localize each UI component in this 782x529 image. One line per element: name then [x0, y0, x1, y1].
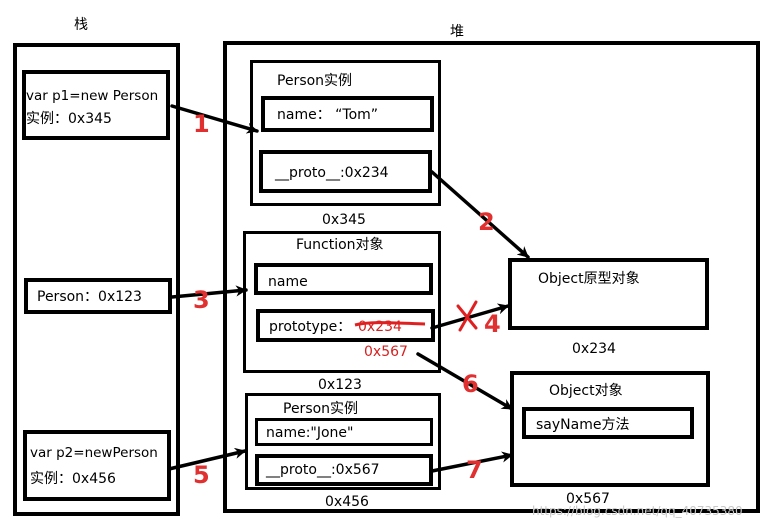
function-object-title: Function对象 [296, 237, 384, 253]
person-instance-2-address: 0x456 [325, 494, 369, 510]
step-7: 7 [466, 456, 483, 484]
arrow-1 [170, 104, 259, 134]
stack-person-box [24, 278, 172, 314]
object-method-box [522, 407, 694, 439]
person-instance-1-name-box [261, 96, 434, 132]
watermark: https://blog.csdn.net/qq_40735380 [532, 504, 743, 518]
stack-p2-label-line1: var p2=newPerson [30, 445, 158, 461]
step-1: 1 [193, 110, 210, 138]
step-3: 3 [193, 286, 210, 314]
object-address: 0x567 [566, 491, 610, 507]
stack-person-label: Person：0x123 [37, 289, 142, 305]
person-instance-1-name: name： “Tom” [277, 107, 379, 123]
object-method: sayName方法 [536, 417, 630, 433]
person-instance-2-proto: __proto__:0x567 [266, 462, 380, 478]
stack-p1-box [22, 70, 170, 140]
step-5: 5 [193, 461, 210, 489]
person-instance-1-address: 0x345 [322, 212, 366, 228]
prototype-strike [354, 321, 426, 327]
stack-p1-label-line1: var p1=new Person [26, 88, 159, 104]
arrow-6 [416, 352, 514, 411]
function-object [243, 231, 441, 373]
step-4: 4 [484, 310, 501, 338]
stack-title: 栈 [74, 17, 88, 33]
object-title: Object对象 [549, 383, 623, 399]
person-instance-2-name: name:"Jone" [266, 425, 354, 441]
person-instance-2-title: Person实例 [283, 401, 359, 417]
person-instance-1-proto-box [259, 150, 432, 193]
heap-title: 堆 [450, 24, 464, 40]
stack-p2-label-line2: 实例：0x456 [30, 471, 116, 487]
object-prototype-title: Object原型对象 [538, 271, 640, 287]
function-object-address: 0x123 [318, 377, 362, 393]
stack-p1-label-line2: 实例：0x345 [26, 111, 112, 127]
broken-link-x [456, 300, 478, 332]
person-instance-1-title: Person实例 [277, 73, 353, 89]
arrow-4 [430, 303, 510, 330]
object-prototype-address: 0x234 [572, 341, 616, 357]
arrow-5 [167, 447, 247, 471]
arrow-3 [170, 285, 248, 299]
object-prototype [508, 258, 709, 330]
function-prototype-label: prototype： [269, 319, 352, 335]
step-2: 2 [478, 208, 495, 236]
stack-p2-box [23, 430, 171, 501]
person-instance-2-proto-box [255, 454, 433, 486]
function-prototype-new-address: 0x567 [364, 344, 408, 360]
function-name-label: name [268, 274, 308, 290]
arrow-2 [430, 170, 530, 259]
function-prototype-box [256, 309, 435, 342]
person-instance-1-proto: __proto__:0x234 [275, 165, 389, 181]
arrow-7 [430, 451, 514, 473]
function-name-box [254, 263, 433, 295]
person-instance-2-name-box [255, 418, 433, 446]
step-6: 6 [462, 370, 479, 398]
